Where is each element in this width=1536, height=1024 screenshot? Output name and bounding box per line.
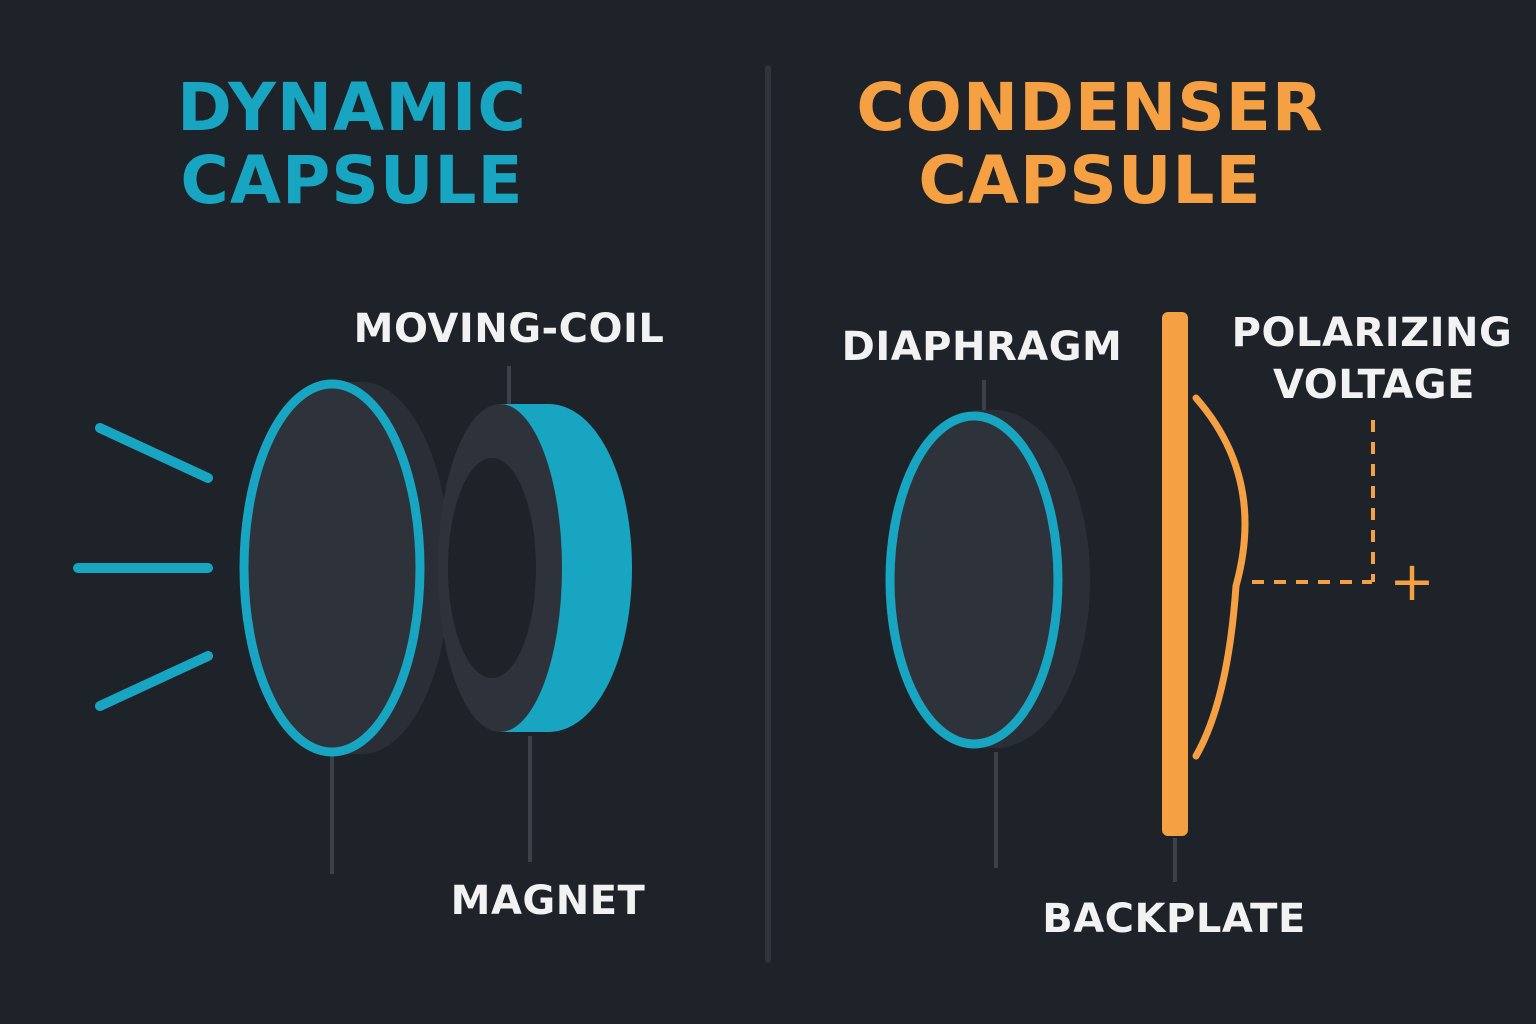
- backplate: [1162, 312, 1188, 836]
- dynamic-title-line1: DYNAMIC: [177, 69, 527, 146]
- condenser-title-line2: CAPSULE: [918, 142, 1261, 219]
- sound-wave-line-bottom: [95, 651, 213, 711]
- magnet-label: MAGNET: [451, 878, 646, 924]
- diaphragm-label: DIAPHRAGM: [842, 324, 1123, 370]
- backplate-label: BACKPLATE: [1042, 896, 1306, 942]
- magnet-ring: [438, 404, 632, 732]
- moving-coil-label: MOVING-COIL: [354, 306, 665, 352]
- condenser-diaphragm: [885, 410, 1090, 749]
- dynamic-title-line2: CAPSULE: [180, 142, 523, 219]
- sound-wave-line-top: [95, 423, 213, 483]
- plus-icon: +: [1389, 550, 1434, 613]
- voltage-connection: [1252, 420, 1375, 584]
- condenser-title-line1: CONDENSER: [856, 69, 1323, 146]
- polarizing-arc: [1192, 394, 1249, 760]
- dynamic-diaphragm: [239, 379, 450, 757]
- condenser-diaphragm-face: [885, 411, 1063, 749]
- magnet-hole: [448, 458, 536, 678]
- polarizing-voltage-label-line2: VOLTAGE: [1273, 362, 1475, 408]
- diaphragm-front-face: [239, 379, 425, 757]
- polarizing-voltage-label-line1: POLARIZING: [1232, 310, 1513, 356]
- sound-wave-icon: [73, 423, 213, 711]
